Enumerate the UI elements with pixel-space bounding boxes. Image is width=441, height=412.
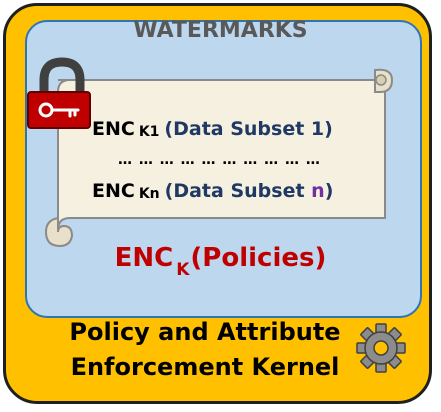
kernel-line-2: Enforcement Kernel	[70, 353, 340, 381]
watermarks-title: WATERMARKS	[133, 18, 308, 43]
kernel-line-1: Policy and Attribute	[69, 318, 341, 346]
ellipsis-line: … … … … … … … … … …	[118, 152, 321, 168]
gear-icon	[356, 323, 406, 373]
